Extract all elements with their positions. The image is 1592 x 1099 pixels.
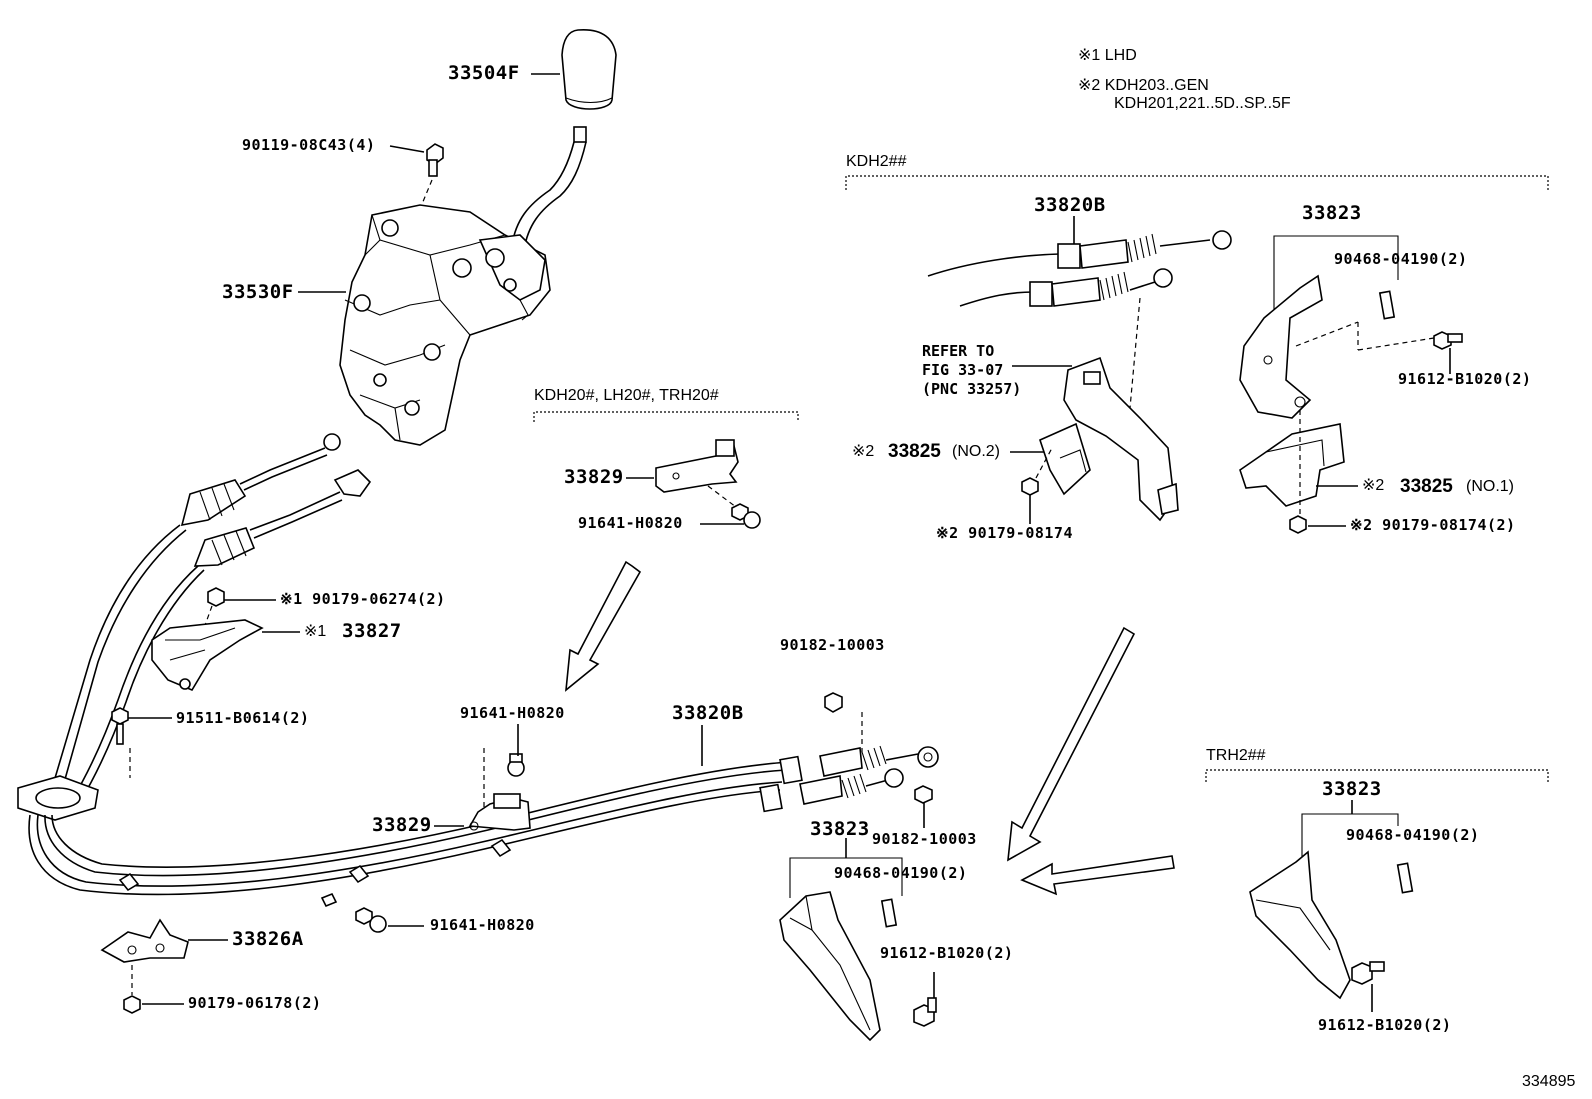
leader-90119 xyxy=(389,145,425,153)
label-90468-kdh: 90468-04190(2) xyxy=(1334,250,1468,268)
refer-line1: REFER TO xyxy=(922,342,995,360)
label-90119: 90119-08C43(4) xyxy=(242,136,376,154)
label-91641-mid: 91641-H0820 xyxy=(460,704,565,722)
cables-33820B-kdh-drawing xyxy=(927,230,1232,409)
bolt-91511-drawing xyxy=(111,707,131,778)
refer-line2: FIG 33-07 xyxy=(922,361,1004,379)
bracket-33826A-drawing xyxy=(100,918,189,995)
group-line-33823-kdh xyxy=(1273,235,1399,330)
shift-lever-housing-drawing xyxy=(339,204,551,446)
bracket-33825-no1-drawing xyxy=(1239,396,1345,534)
label-33827: 33827 xyxy=(342,620,402,642)
label-91511: 91511-B0614(2) xyxy=(176,709,310,727)
label-33825-no1-suffix: (NO.1) xyxy=(1466,478,1514,495)
label-90182-top: 90182-10003 xyxy=(780,636,885,654)
bolt-91641-bottom-drawing xyxy=(355,907,387,933)
label-33829-left: 33829 xyxy=(372,814,432,836)
note-kdh201: KDH201,221..5D..SP..5F xyxy=(1114,95,1291,112)
label-90179-08174-left: ※2 90179-08174 xyxy=(936,524,1073,542)
label-33827-mark: ※1 xyxy=(304,623,327,640)
bracket-33823-trh-drawing xyxy=(1249,850,1414,1012)
nut-90179-06178-drawing xyxy=(123,995,141,1014)
label-33820B-main: 33820B xyxy=(672,702,744,724)
bracket-33823-main-drawing xyxy=(779,891,937,1042)
label-33825-no2-suffix: (NO.2) xyxy=(952,443,1000,460)
label-90468-main: 90468-04190(2) xyxy=(834,864,968,882)
note-lhd: ※1 LHD xyxy=(1078,47,1137,64)
nut-90182-bottom-drawing xyxy=(914,785,933,828)
label-33825-no1: 33825 xyxy=(1400,476,1453,497)
note-kdh203: ※2 KDH203..GEN xyxy=(1078,77,1209,94)
bracket-33829-left-drawing xyxy=(468,748,531,831)
label-33823-main: 33823 xyxy=(810,818,870,840)
label-33825-no2: 33825 xyxy=(888,441,941,462)
arrow-trh2-to-bracket xyxy=(1020,855,1175,896)
group-label-kdh2: KDH2## xyxy=(846,153,907,170)
group-line-33823-trh xyxy=(1301,813,1399,866)
nut-90182-top-drawing xyxy=(824,692,863,752)
figure-number: 334895 xyxy=(1522,1073,1576,1090)
group-label-kdh20: KDH20#, LH20#, TRH20# xyxy=(534,387,719,404)
refer-line3: (PNC 33257) xyxy=(922,380,1022,398)
label-33823-kdh: 33823 xyxy=(1302,202,1362,224)
bracket-33829-top-drawing xyxy=(655,439,761,529)
group-label-trh2: TRH2## xyxy=(1206,747,1266,764)
label-91612-kdh: 91612-B1020(2) xyxy=(1398,370,1532,388)
shift-cables-drawing xyxy=(17,433,939,908)
label-91641-top: 91641-H0820 xyxy=(578,514,683,532)
label-33823-trh: 33823 xyxy=(1322,778,1382,800)
arrow-kdh20-to-cable xyxy=(565,560,642,692)
label-33820B-kdh: 33820B xyxy=(1034,194,1106,216)
label-33826A: 33826A xyxy=(232,928,304,950)
label-33829-top: 33829 xyxy=(564,466,624,488)
shift-knob-drawing xyxy=(511,29,617,251)
clip-33827-drawing xyxy=(151,587,264,692)
label-90179-06178: 90179-06178(2) xyxy=(188,994,322,1012)
label-33504F: 33504F xyxy=(448,62,520,84)
label-91612-main: 91612-B1020(2) xyxy=(880,944,1014,962)
arrow-kdh2-to-bracket xyxy=(1007,626,1136,862)
group-bracket-kdh20 xyxy=(533,411,799,422)
label-90179-08174-right: ※2 90179-08174(2) xyxy=(1350,516,1516,534)
label-90182-bottom: 90182-10003 xyxy=(872,830,977,848)
label-33825-no1-mark: ※2 xyxy=(1362,477,1385,494)
refer-note: REFER TO FIG 33-07 (PNC 33257) xyxy=(922,342,1021,399)
group-bracket-trh2 xyxy=(1205,769,1549,782)
bracket-33823-kdh-drawing xyxy=(1239,274,1463,419)
label-90468-trh: 90468-04190(2) xyxy=(1346,826,1480,844)
label-90179-06274: ※1 90179-06274(2) xyxy=(280,590,446,608)
label-91641-bottom: 91641-H0820 xyxy=(430,916,535,934)
label-91612-trh: 91612-B1020(2) xyxy=(1318,1016,1452,1034)
label-33825-no2-mark: ※2 xyxy=(852,443,875,460)
bolt-90119-drawing xyxy=(411,143,444,229)
group-bracket-kdh2 xyxy=(845,175,1549,190)
label-33530F: 33530F xyxy=(222,281,294,303)
bracket-33825-no2-drawing xyxy=(1021,356,1179,522)
